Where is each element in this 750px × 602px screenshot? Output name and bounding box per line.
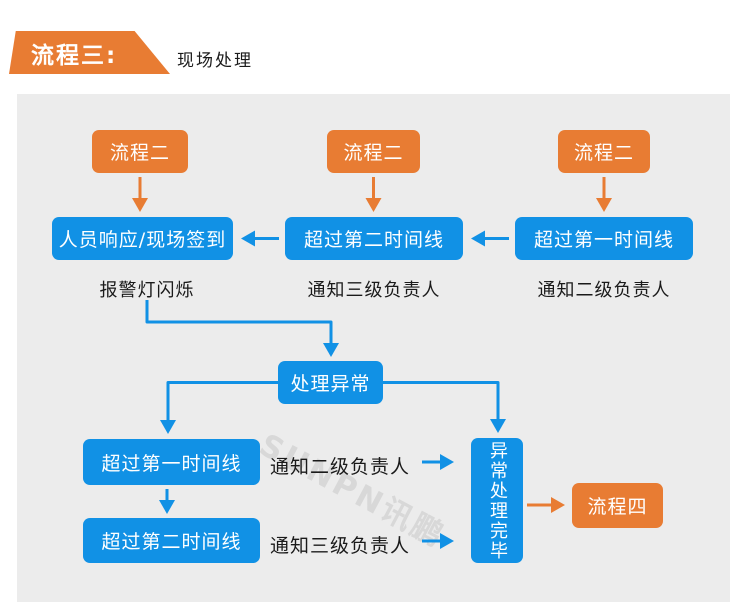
banner-title: 流程三: (31, 42, 118, 69)
process-banner: 流程三: (9, 31, 170, 74)
node-personnel-response: 人员响应/现场签到 (52, 217, 233, 260)
node-handle-exception: 处理异常 (278, 361, 383, 404)
node-exceed-first-timeline-bottom: 超过第一时间线 (83, 439, 260, 485)
label-alarm-light-flash: 报警灯闪烁 (99, 280, 195, 301)
node-process-two-col2: 流程二 (327, 130, 420, 173)
node-process-two-col1: 流程二 (92, 130, 188, 173)
node-process-two-col3: 流程二 (558, 130, 650, 173)
node-exception-complete: 异常处理完毕 (471, 438, 523, 563)
node-exceed-second-timeline-bottom: 超过第二时间线 (83, 518, 260, 563)
label-notify-level3-bottom: 通知三级负责人 (270, 535, 411, 557)
node-process-four: 流程四 (572, 483, 663, 528)
label-notify-level2-bottom: 通知二级负责人 (270, 456, 411, 478)
node-exceed-first-timeline-top: 超过第一时间线 (515, 217, 693, 260)
node-exceed-second-timeline-top: 超过第二时间线 (285, 217, 463, 260)
header-subtitle: 现场处理 (177, 51, 253, 71)
label-notify-level2-top: 通知二级负责人 (537, 280, 671, 301)
label-notify-level3-top: 通知三级负责人 (307, 280, 441, 301)
